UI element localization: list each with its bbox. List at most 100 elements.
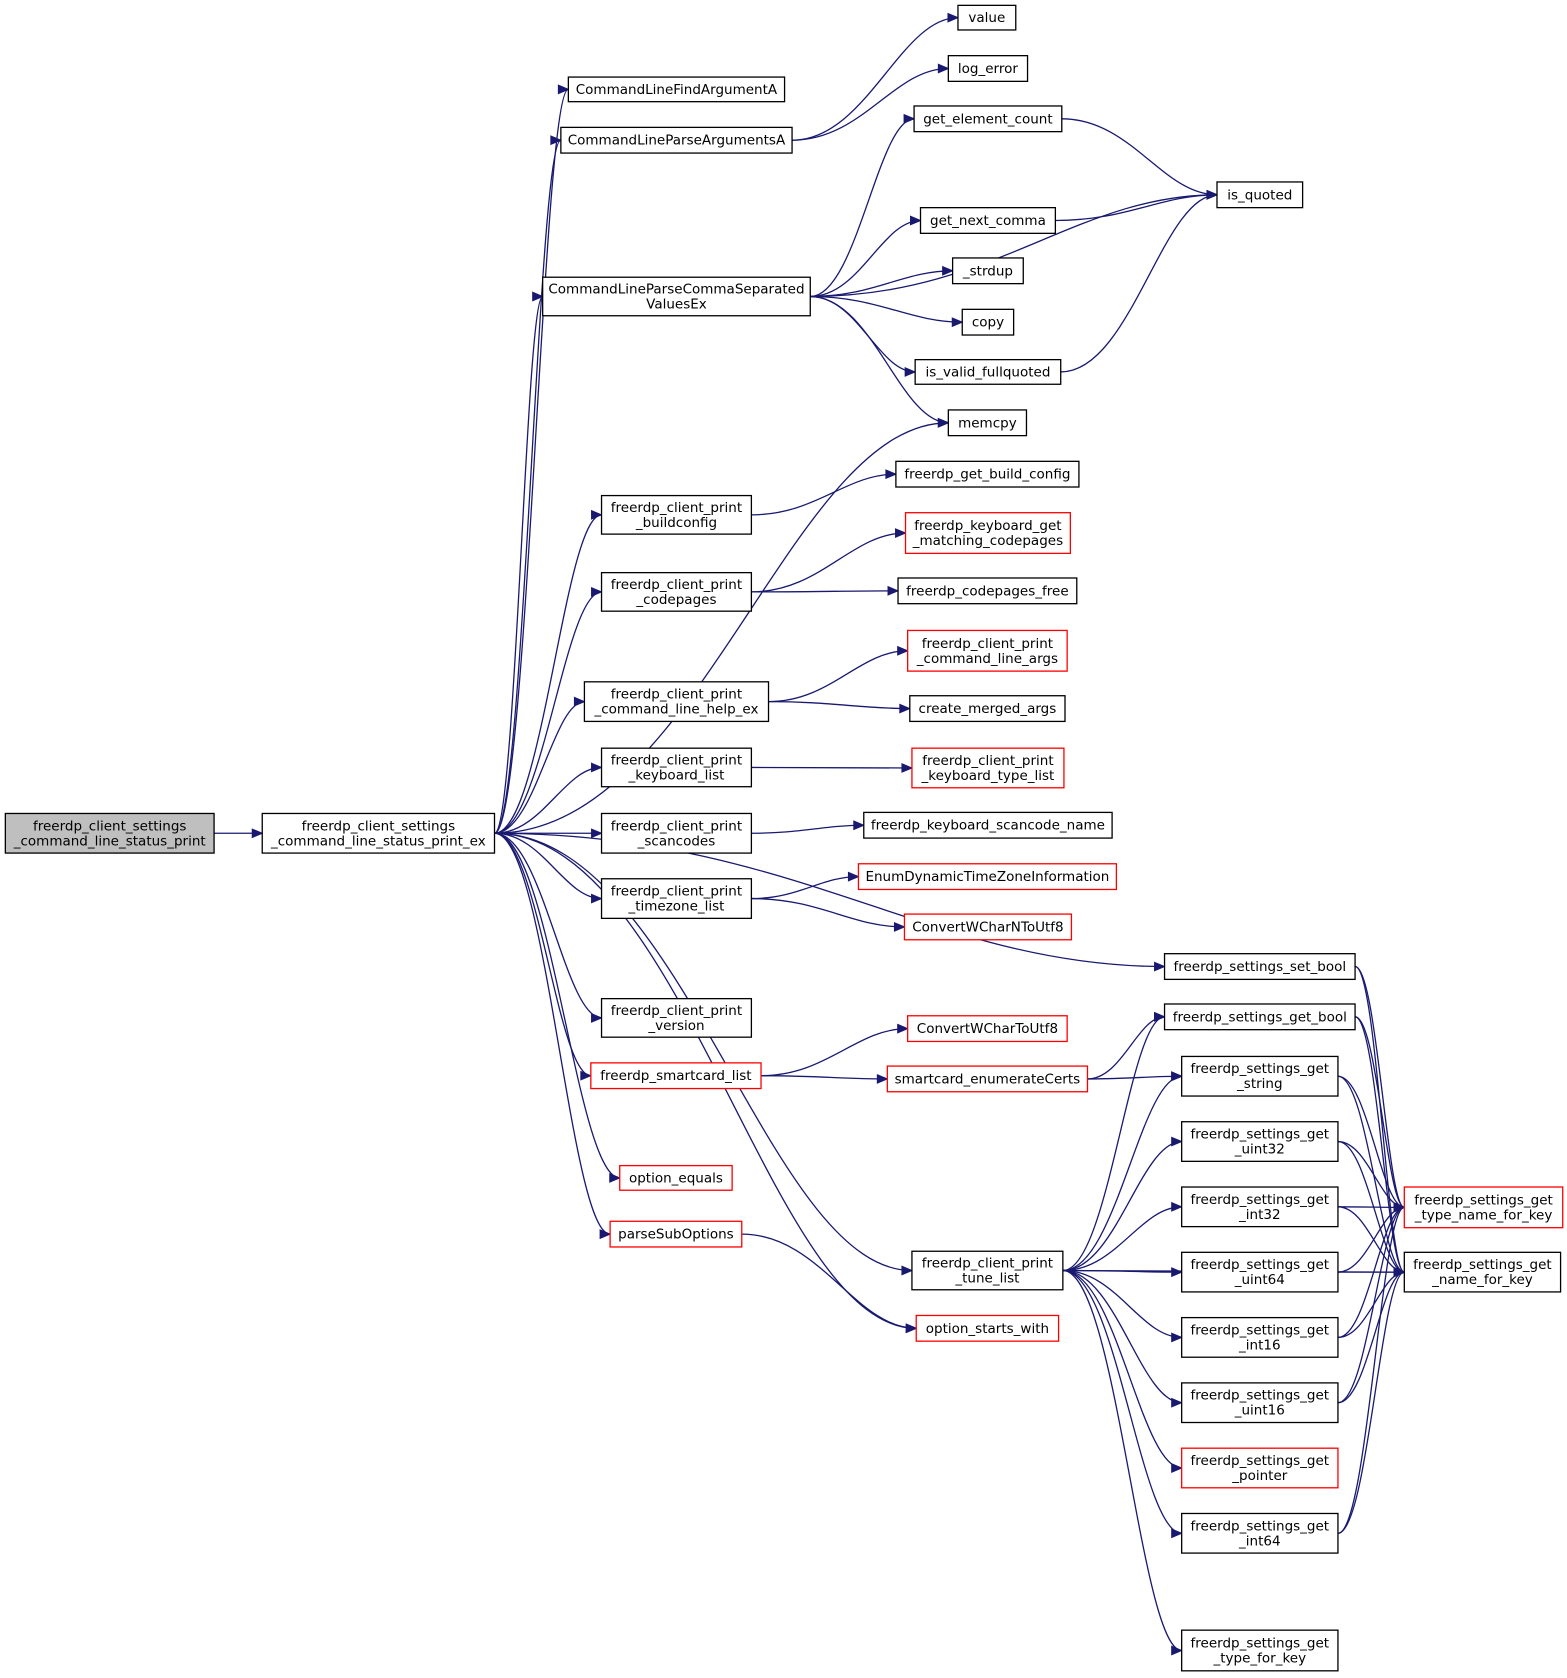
node-label-line: freerdp_keyboard_scancode_name <box>871 818 1105 834</box>
call-edge-ex-to-parseargs <box>493 135 563 834</box>
node-box <box>1181 1316 1339 1358</box>
function-node-logerror[interactable]: log_error <box>947 55 1029 82</box>
node-box <box>4 812 215 854</box>
call-edge-tunelist-to-getuint16 <box>1062 1269 1183 1408</box>
function-node-typename[interactable]: freerdp_settings_get_type_name_for_key <box>1403 1186 1564 1229</box>
function-node-getuint64[interactable]: freerdp_settings_get_uint64 <box>1181 1251 1339 1293</box>
function-node-getbuild[interactable]: freerdp_get_build_config <box>895 460 1080 488</box>
node-box <box>886 1065 1089 1093</box>
node-label-line: freerdp_settings_get <box>1191 1061 1330 1077</box>
call-edge-getbool-to-typename <box>1354 1016 1406 1213</box>
call-edge-ex-to-tunelist <box>494 832 914 1276</box>
function-node-getbool[interactable]: freerdp_settings_get_bool <box>1163 1003 1356 1031</box>
node-box <box>600 997 753 1038</box>
function-node-parsesub[interactable]: parseSubOptions <box>609 1220 743 1248</box>
node-label-line: EnumDynamicTimeZoneInformation <box>865 869 1109 885</box>
node-box <box>904 512 1072 555</box>
call-edge-getuint16-to-typename <box>1337 1202 1406 1404</box>
function-node-getint16[interactable]: freerdp_settings_get_int16 <box>1181 1316 1339 1358</box>
arrowhead <box>532 291 544 302</box>
call-edge-smartcard-to-scenum <box>761 1073 889 1084</box>
function-node-enumtz[interactable]: EnumDynamicTimeZoneInformation <box>857 863 1118 891</box>
function-node-printargs[interactable]: freerdp_client_print_command_line_args <box>907 629 1068 672</box>
function-node-copy[interactable]: copy <box>961 308 1015 336</box>
arrowhead <box>1171 1332 1183 1343</box>
function-node-startswith[interactable]: option_starts_with <box>915 1314 1060 1342</box>
node-label-line: freerdp_client_print <box>611 500 742 516</box>
node-box <box>542 276 811 317</box>
function-node-value[interactable]: value <box>957 4 1017 31</box>
call-edge-parseargs-to-logerror <box>792 63 950 141</box>
arrowhead <box>905 1323 918 1334</box>
node-label-line: freerdp_settings_get <box>1191 1322 1330 1338</box>
function-node-timezone[interactable]: freerdp_client_print_timezone_list <box>600 878 753 920</box>
node-label-line: freerdp_client_print <box>611 577 742 593</box>
function-node-buildconfig[interactable]: freerdp_client_print_buildconfig <box>600 494 753 535</box>
function-node-wchar[interactable]: ConvertWCharToUtf8 <box>907 1015 1068 1043</box>
function-node-root[interactable]: freerdp_client_settings_command_line_sta… <box>4 812 215 854</box>
function-node-kbmatch[interactable]: freerdp_keyboard_get_matching_codepages <box>904 512 1072 555</box>
node-box <box>913 105 1063 133</box>
node-box <box>897 577 1078 605</box>
node-label-line: CommandLineParseCommaSeparated <box>548 281 804 297</box>
function-node-findarg[interactable]: CommandLineFindArgumentA <box>567 76 786 103</box>
node-label-line: _int32 <box>1238 1207 1281 1223</box>
node-label-line: _command_line_args <box>916 651 1058 667</box>
node-label-line: freerdp_smartcard_list <box>600 1068 751 1084</box>
function-node-validfq[interactable]: is_valid_fullquoted <box>914 358 1062 385</box>
function-node-smartcard[interactable]: freerdp_smartcard_list <box>590 1062 762 1090</box>
node-label-line: freerdp_client_print <box>922 1256 1053 1272</box>
function-node-strdup[interactable]: _strdup <box>951 257 1024 285</box>
arrowhead <box>1171 1201 1183 1212</box>
function-node-keyboardlist[interactable]: freerdp_client_print_keyboard_list <box>600 747 753 788</box>
call-edge-helpex-to-printargs <box>768 645 909 703</box>
node-label-line: CommandLineParseArgumentsA <box>568 133 786 149</box>
call-edge-tunelist-to-getint16 <box>1062 1269 1183 1343</box>
function-node-getint64[interactable]: freerdp_settings_get_int64 <box>1181 1512 1339 1554</box>
function-node-scancodes[interactable]: freerdp_client_print_scancodes <box>600 812 753 854</box>
arrowhead <box>1171 1528 1183 1539</box>
function-node-namekey[interactable]: freerdp_settings_get_name_for_key <box>1403 1251 1562 1293</box>
call-edge-timezone-to-wcharn <box>751 897 906 932</box>
function-node-typeforkey[interactable]: freerdp_settings_get_type_for_key <box>1181 1629 1339 1672</box>
function-node-cpfree[interactable]: freerdp_codepages_free <box>897 577 1078 605</box>
arrowhead <box>1154 961 1166 972</box>
function-node-parseargs[interactable]: CommandLineParseArgumentsA <box>560 126 793 154</box>
function-node-getpointer[interactable]: freerdp_settings_get_pointer <box>1181 1447 1339 1489</box>
node-box <box>600 571 753 612</box>
function-node-helpex[interactable]: freerdp_client_print_command_line_help_e… <box>583 681 770 723</box>
function-node-getstring[interactable]: freerdp_settings_get_string <box>1181 1055 1339 1097</box>
function-node-ex[interactable]: freerdp_client_settings_command_line_sta… <box>261 812 496 854</box>
node-box <box>951 257 1024 285</box>
function-node-tunelist[interactable]: freerdp_client_print_tune_list <box>911 1250 1064 1291</box>
function-node-codepages[interactable]: freerdp_client_print_codepages <box>600 571 753 612</box>
node-label-line: freerdp_settings_get <box>1191 1388 1330 1404</box>
function-node-getint32[interactable]: freerdp_settings_get_int32 <box>1181 1186 1339 1228</box>
function-node-version[interactable]: freerdp_client_print_version <box>600 997 753 1038</box>
function-node-kbtype[interactable]: freerdp_client_print_keyboard_type_list <box>911 747 1065 789</box>
node-box <box>911 1250 1064 1291</box>
node-label-line: freerdp_settings_get <box>1191 1192 1330 1208</box>
call-edge-scenum-to-getbool <box>1087 1011 1166 1080</box>
function-node-nextcomma[interactable]: get_next_comma <box>919 206 1057 234</box>
call-edge-timezone-to-enumtz <box>751 871 860 900</box>
node-box <box>857 863 1118 891</box>
arrowhead <box>599 1229 612 1240</box>
function-node-wcharn[interactable]: ConvertWCharNToUtf8 <box>903 913 1073 941</box>
node-label-line: _command_line_status_print <box>13 833 206 849</box>
function-node-getuint32[interactable]: freerdp_settings_get_uint32 <box>1181 1121 1339 1162</box>
function-node-mergedargs[interactable]: create_merged_args <box>909 695 1066 723</box>
function-node-isquoted[interactable]: is_quoted <box>1216 181 1304 209</box>
function-node-optequals[interactable]: option_equals <box>619 1164 733 1191</box>
arrowhead <box>904 366 917 377</box>
node-box <box>907 1015 1068 1043</box>
function-node-scname[interactable]: freerdp_keyboard_scancode_name <box>863 811 1113 839</box>
function-node-memcpy[interactable]: memcpy <box>947 409 1028 437</box>
node-label-line: _type_name_for_key <box>1414 1207 1553 1223</box>
function-node-getuint16[interactable]: freerdp_settings_get_uint16 <box>1181 1382 1339 1424</box>
function-node-elemcount[interactable]: get_element_count <box>913 105 1063 133</box>
function-node-scenum[interactable]: smartcard_enumerateCerts <box>886 1065 1089 1093</box>
function-node-setbool[interactable]: freerdp_settings_set_bool <box>1163 953 1356 981</box>
arrowhead <box>1171 1267 1183 1278</box>
